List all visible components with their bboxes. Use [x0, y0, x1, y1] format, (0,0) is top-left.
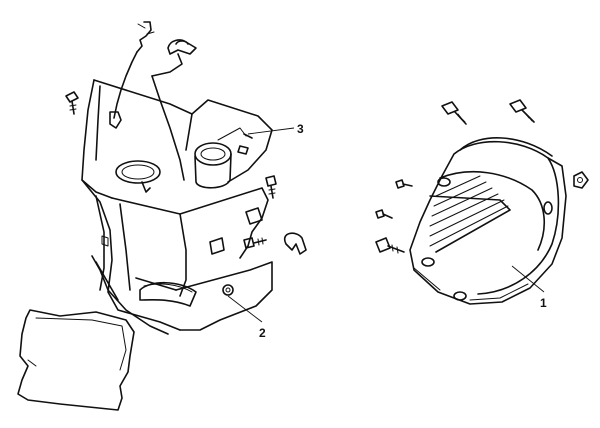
callout-label-3: 3	[297, 122, 304, 136]
bolt-icon-side-2	[375, 209, 393, 219]
callout-label-2: 2	[259, 326, 266, 340]
callout-1: 1	[511, 265, 547, 310]
bolt-icon-side-1	[395, 179, 413, 189]
gasket-ring	[17, 309, 135, 411]
callout-label-1: 1	[540, 296, 547, 310]
bolt-icon-top-left	[441, 101, 467, 125]
fan-cover-assembly-right	[375, 99, 589, 305]
bolt-icon-side-3	[375, 237, 405, 254]
cover-part-3	[81, 79, 273, 199]
shroud-assembly-left	[17, 21, 307, 411]
wire-clip	[109, 21, 155, 129]
callout-3: 3	[247, 122, 304, 136]
callout-2: 2	[227, 295, 266, 340]
bolt-icon-left-top	[65, 91, 79, 115]
clamp-bracket	[151, 39, 197, 181]
fan-cover-part-1	[409, 137, 567, 305]
nut-icon	[573, 171, 589, 189]
bolt-icon-shroud-right	[265, 175, 277, 199]
shroud-part-2	[81, 179, 273, 335]
wire-clip-right	[283, 232, 307, 255]
bolt-icon-shroud-center	[243, 237, 267, 249]
bolt-icon-top-right	[509, 99, 535, 123]
